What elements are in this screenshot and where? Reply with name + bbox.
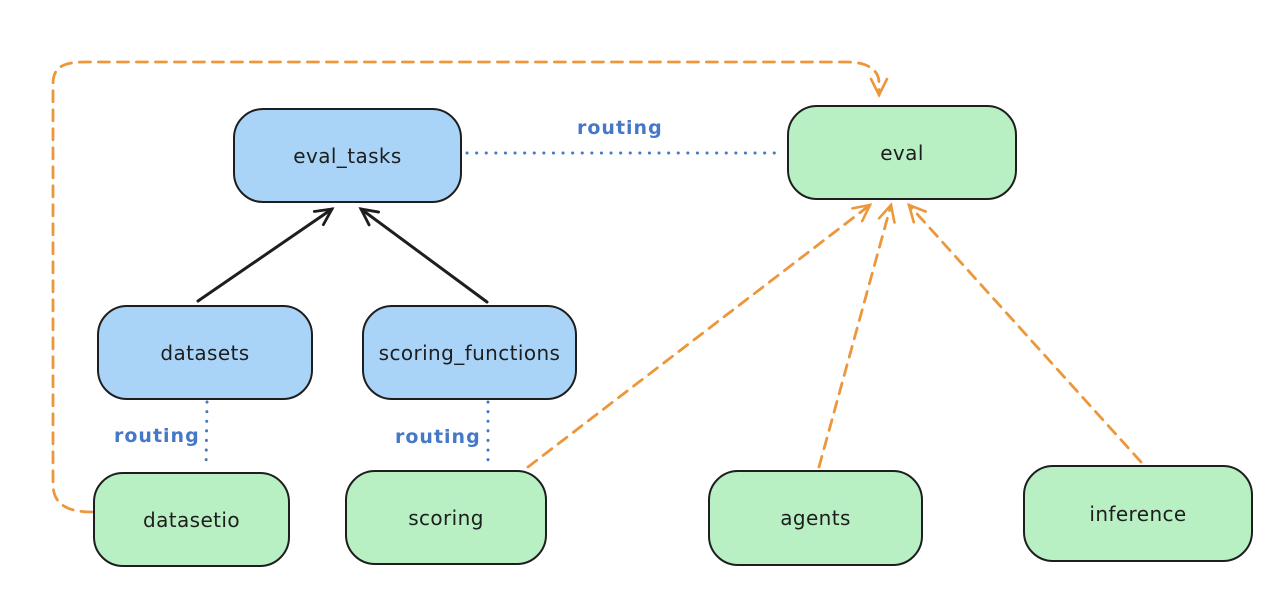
edge-inference-to-eval-arrow xyxy=(907,202,1143,464)
node-inference-label: inference xyxy=(1089,501,1187,526)
node-scoring: scoring xyxy=(345,470,547,565)
node-scoring-functions: scoring_functions xyxy=(362,305,577,400)
node-datasetio: datasetio xyxy=(93,472,290,567)
node-eval: eval xyxy=(787,105,1017,200)
edge-agents-to-eval-arrow xyxy=(817,202,896,469)
node-datasets-label: datasets xyxy=(160,340,250,365)
edge-datasets-to-eval-tasks-arrow xyxy=(196,207,335,303)
routing-label-datasets-datasetio: routing xyxy=(114,425,200,447)
node-eval-tasks: eval_tasks xyxy=(233,108,462,203)
routing-label-scoring-functions-scoring: routing xyxy=(395,426,481,448)
node-datasets: datasets xyxy=(97,305,313,400)
edge-scoring-to-eval-arrow xyxy=(526,203,873,469)
node-agents: agents xyxy=(708,470,923,566)
node-scoring-label: scoring xyxy=(408,505,484,530)
edge-scoring-functions-to-eval-tasks-arrow xyxy=(358,207,489,304)
node-eval-tasks-label: eval_tasks xyxy=(293,143,402,168)
edge-datasetio-to-eval-arrow xyxy=(51,60,889,514)
routing-label-eval-tasks-eval: routing xyxy=(577,117,663,139)
edge-datasets-to-datasetio-routing xyxy=(204,400,209,471)
node-scoring-functions-label: scoring_functions xyxy=(378,340,561,365)
node-datasetio-label: datasetio xyxy=(142,507,240,532)
node-agents-label: agents xyxy=(780,506,851,530)
node-eval-label: eval xyxy=(880,140,924,165)
node-inference: inference xyxy=(1023,465,1253,562)
